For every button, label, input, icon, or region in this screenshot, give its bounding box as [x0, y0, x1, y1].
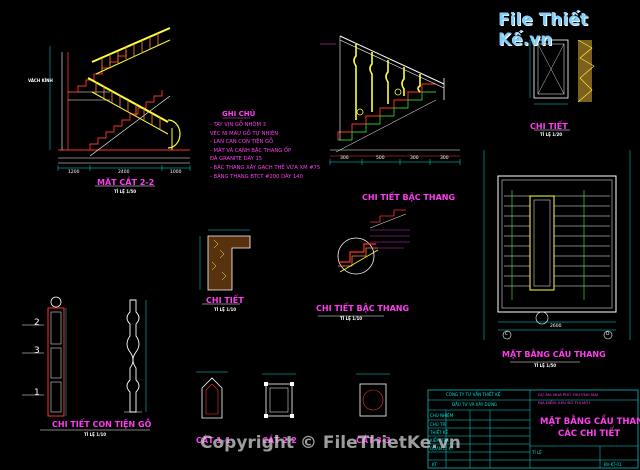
notes-list: - TAY VỊN GỖ NHÓM 3 VÉC NI MÀU GỖ TỰ NHI… — [210, 121, 320, 181]
tb-drawing-title-2: CÁC CHI TIẾT — [558, 429, 621, 439]
tb-project-2: ĐỊA ĐIỂM: KHU ĐÔ THỊ MỚI — [538, 400, 590, 405]
stair-plan-drawing — [483, 150, 631, 363]
post-num-2: 2 — [34, 318, 40, 328]
title-post-detail: CHI TIẾT CON TIỆN GỖ — [52, 420, 152, 429]
scale-section-22: TỈ LỆ 1/50 — [114, 189, 137, 194]
tb-sheet: KT — [432, 462, 437, 467]
dim-section-3: 1000 — [170, 170, 182, 175]
tb-project-1: DỰ ÁN: NHÀ PHỐ THƯƠNG MẠI — [538, 392, 599, 397]
tb-company: CÔNG TY TƯ VẤN THIẾT KẾ — [446, 392, 501, 397]
title-block-frame — [427, 389, 639, 469]
note-line: VÉC NI MÀU GỖ TỰ NHIÊN — [210, 130, 279, 137]
post-num-3: 3 — [34, 346, 40, 356]
section-22-drawing — [49, 27, 191, 187]
notes-title: GHI CHÚ — [222, 110, 256, 118]
title-cut-22: CẮT 2-2 — [262, 436, 297, 445]
note-line: - LAN CAN CON TIỆN GỖ — [210, 139, 274, 146]
tb-ref-code: BV-KT-01 — [604, 462, 622, 467]
title-stair-tread-1: CHI TIẾT BẬC THANG — [362, 193, 456, 202]
tb-row: KIỂM TRA — [430, 438, 449, 443]
post-num-1: 1 — [34, 388, 40, 398]
title-detail-left: CHI TIẾT — [206, 296, 244, 305]
tb-row: CHỦ NHIỆM — [430, 413, 454, 418]
tb-scale-label: TỈ LỆ — [532, 450, 542, 455]
title-cut-33: CẮT 3-3 — [356, 436, 391, 445]
dim-right-4: 300 — [440, 156, 449, 161]
grid-bubble-d: D — [606, 332, 610, 337]
tb-row: QUẢN LÝ KT — [430, 446, 454, 451]
dim-section-2: 2400 — [118, 170, 130, 175]
dim-right-1: 300 — [340, 156, 349, 161]
scale-plan: TỈ LỆ 1/50 — [534, 363, 557, 368]
note-line: - BẬC THANG XÂY GẠCH THẺ VỮA XM #75 — [210, 164, 321, 171]
scale-detail-top-right: TỈ LỆ 1/20 — [540, 132, 563, 137]
label-vach-kinh: VÁCH KÍNH — [28, 78, 53, 83]
detail-top-right-drawing — [529, 39, 595, 131]
tb-row: THIẾT KẾ — [430, 430, 449, 435]
title-plan: MẶT BẰNG CẦU THANG — [502, 350, 606, 359]
brand-logo: File Thiết Kế.vn — [498, 10, 588, 50]
tb-row: CHỦ TRÌ — [430, 422, 447, 427]
stair-elevation-drawing — [320, 35, 461, 165]
dim-section-1: 1200 — [68, 170, 80, 175]
dim-plan: 2600 — [550, 324, 562, 329]
note-line: - BẢNG THANG BTCT #200 DÀY 140 — [210, 173, 303, 180]
cut-sections-drawing — [196, 371, 390, 419]
stair-tread-detail-drawing — [318, 209, 410, 317]
dim-right-3: 300 — [410, 156, 419, 161]
note-line: ĐÁ GRANITE DÀY 15 — [210, 156, 263, 163]
title-section-22: MẶT CẮT 2-2 — [97, 178, 155, 187]
tb-drawing-title-1: MẶT BẰNG CẦU THANG — [540, 417, 640, 427]
note-line: - TAY VỊN GỖ NHÓM 3 — [210, 122, 266, 128]
tb-company-sub: ĐẦU TƯ VÀ XÂY DỰNG — [452, 402, 498, 407]
post-detail-drawing — [22, 296, 150, 431]
scale-stair-tread-2: TỈ LỆ 1/10 — [340, 316, 363, 321]
scale-detail-left: TỈ LỆ 1/10 — [214, 307, 237, 312]
title-cut-11: CẮT 1-1 — [196, 436, 231, 445]
dim-right-2: 500 — [376, 156, 385, 161]
scale-post-detail: TỈ LỆ 1/10 — [84, 432, 107, 437]
grid-bubble-c: C — [505, 332, 509, 337]
copyright-watermark: Copyright © FileThietKe.vn — [200, 433, 461, 453]
note-line: - MẶT VÀ CẠNH BẬC THANG ỐP — [210, 147, 292, 154]
title-detail-top-right: CHI TIẾT — [530, 122, 568, 131]
title-stair-tread-2: CHI TIẾT BẬC THANG — [316, 304, 410, 313]
detail-left-drawing — [199, 229, 251, 305]
